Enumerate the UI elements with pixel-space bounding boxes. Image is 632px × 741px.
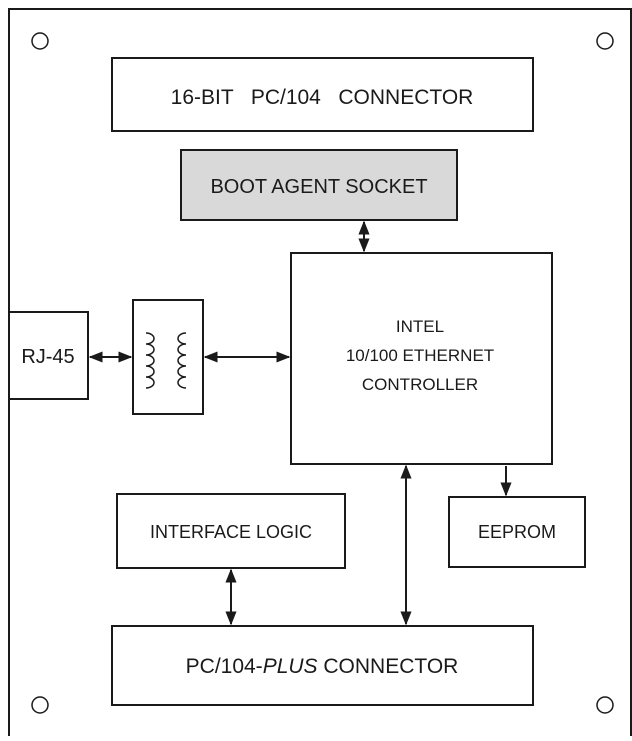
eeprom-label: EEPROM — [478, 522, 556, 542]
pc104-plus-suffix: CONNECTOR — [318, 655, 459, 678]
pc104-16bit-connector: 16-BIT PC/104 CONNECTOR — [111, 57, 534, 132]
transformer-icon — [132, 299, 204, 415]
pc104-plus-label: PC/104-PLUS CONNECTOR — [186, 655, 459, 678]
mounting-hole-top-left — [31, 32, 49, 50]
pc104-plus-italic: PLUS — [263, 655, 318, 678]
controller-label-line2: 10/100 ETHERNET — [346, 346, 494, 365]
pc104-plus-prefix: PC/104- — [186, 655, 263, 678]
pc104-plus-connector: PC/104-PLUS CONNECTOR — [111, 625, 534, 706]
rj45-label: RJ-45 — [21, 346, 74, 368]
intel-ethernet-controller: INTEL 10/100 ETHERNET CONTROLLER — [290, 252, 553, 465]
interface-logic-label: INTERFACE LOGIC — [150, 522, 312, 542]
boot-agent-socket: BOOT AGENT SOCKET — [180, 149, 458, 221]
rj45-jack: RJ-45 — [8, 311, 89, 400]
mounting-hole-top-right — [596, 32, 614, 50]
controller-label-line3: CONTROLLER — [362, 375, 478, 394]
pc104-16bit-label: 16-BIT PC/104 CONNECTOR — [171, 86, 474, 109]
interface-logic: INTERFACE LOGIC — [116, 493, 346, 569]
mounting-hole-bottom-right — [596, 696, 614, 714]
controller-label-line1: INTEL — [396, 317, 444, 336]
eeprom-chip: EEPROM — [448, 496, 586, 568]
boot-agent-label: BOOT AGENT SOCKET — [210, 176, 427, 198]
mounting-hole-bottom-left — [31, 696, 49, 714]
